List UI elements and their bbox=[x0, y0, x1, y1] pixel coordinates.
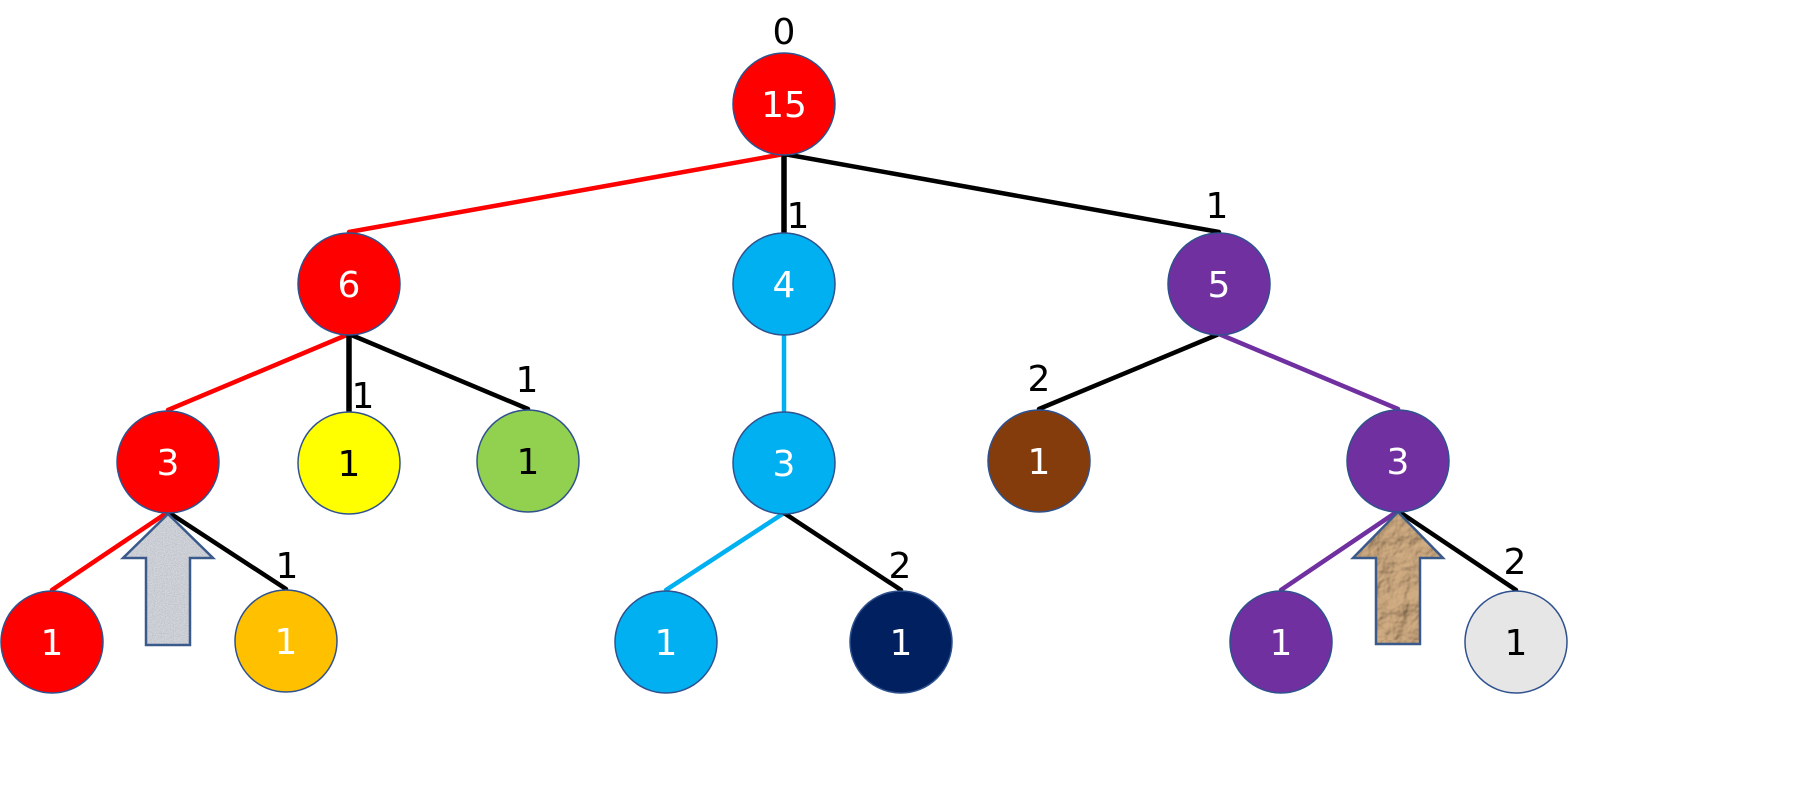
node-label-n1r: 1 bbox=[41, 623, 64, 664]
node-n3c: 3 bbox=[1346, 409, 1450, 513]
edge-n15-n6 bbox=[346, 151, 787, 235]
edge-n6-n1g bbox=[346, 331, 531, 412]
arrow-paper-icon bbox=[1350, 510, 1446, 646]
node-label-n1o: 1 bbox=[275, 622, 298, 663]
node-circle-n1r bbox=[0, 590, 104, 694]
node-n6: 6 bbox=[297, 232, 401, 336]
node-circle-n1o bbox=[234, 589, 338, 693]
edge-label-n3c-n1lg: 2 bbox=[1504, 542, 1527, 583]
node-circle-n1br bbox=[987, 409, 1091, 513]
node-label-n1lg: 1 bbox=[1505, 623, 1528, 664]
node-label-n1c: 1 bbox=[655, 623, 678, 664]
edge-label-n15-n4: 1 bbox=[787, 196, 810, 237]
node-n4: 4 bbox=[732, 232, 836, 336]
node-circle-n3a bbox=[116, 410, 220, 514]
node-label-n1y: 1 bbox=[338, 444, 361, 485]
edge-n6-n3a bbox=[165, 331, 352, 413]
edge-n3b-n1n bbox=[781, 510, 904, 593]
node-label-n4: 4 bbox=[773, 265, 796, 306]
edge-label-n6-n1g: 1 bbox=[516, 360, 539, 401]
node-circle-n5 bbox=[1167, 232, 1271, 336]
node-n1y: 1 bbox=[297, 411, 401, 515]
edge-n15-n5 bbox=[781, 151, 1222, 235]
node-n3a: 3 bbox=[116, 410, 220, 514]
arrow-granite-icon bbox=[119, 512, 217, 647]
node-circle-n1g bbox=[476, 409, 580, 513]
edge-label-n3b-n1n: 2 bbox=[889, 546, 912, 587]
arrows-layer bbox=[119, 510, 1446, 647]
edge-n3c-n1lg bbox=[1395, 508, 1519, 593]
node-circle-n1p bbox=[1229, 590, 1333, 694]
node-circle-n6 bbox=[297, 232, 401, 336]
node-label-n3b: 3 bbox=[773, 444, 796, 485]
node-label-n1br: 1 bbox=[1028, 442, 1051, 483]
node-circle-n1lg bbox=[1464, 590, 1568, 694]
node-n1lg: 1 bbox=[1464, 590, 1568, 694]
edge-label-n15-n5: 1 bbox=[1206, 186, 1229, 227]
node-n1g: 1 bbox=[476, 409, 580, 513]
node-label-n1g: 1 bbox=[517, 442, 540, 483]
node-n1c: 1 bbox=[614, 590, 718, 694]
node-circle-n1c bbox=[614, 590, 718, 694]
edge-n3a-n1o bbox=[165, 509, 289, 592]
nodes-layer: 15 6 4 5 3 1 1 3 1 3 1 1 1 1 1 1 bbox=[0, 52, 1568, 694]
node-n3b: 3 bbox=[732, 411, 836, 515]
node-circle-n1n bbox=[849, 590, 953, 694]
node-n1o: 1 bbox=[234, 589, 338, 693]
node-n1n: 1 bbox=[849, 590, 953, 694]
node-label-n3a: 3 bbox=[157, 443, 180, 484]
node-n1p: 1 bbox=[1229, 590, 1333, 694]
node-n15: 15 bbox=[732, 52, 836, 156]
node-circle-n15 bbox=[732, 52, 836, 156]
node-n1br: 1 bbox=[987, 409, 1091, 513]
root-label: 0 bbox=[773, 12, 796, 53]
node-circle-n3b bbox=[732, 411, 836, 515]
edge-n5-n1br bbox=[1036, 331, 1222, 412]
node-label-n3c: 3 bbox=[1387, 442, 1410, 483]
edges-layer bbox=[49, 151, 1519, 593]
edge-n3b-n1c bbox=[663, 510, 787, 593]
node-n1r: 1 bbox=[0, 590, 104, 694]
node-label-n6: 6 bbox=[338, 265, 361, 306]
edge-label-n6-n1y: 1 bbox=[352, 376, 375, 417]
node-label-n5: 5 bbox=[1208, 265, 1231, 306]
node-label-n15: 15 bbox=[761, 85, 807, 126]
node-label-n1n: 1 bbox=[890, 623, 913, 664]
edge-n5-n3c bbox=[1216, 331, 1401, 412]
edge-labels-layer: 1 1 1 1 2 1 2 2 bbox=[276, 186, 1527, 587]
node-circle-n3c bbox=[1346, 409, 1450, 513]
node-n5: 5 bbox=[1167, 232, 1271, 336]
node-circle-n1y bbox=[297, 411, 401, 515]
edge-n3a-n1r bbox=[49, 509, 171, 593]
node-label-n1p: 1 bbox=[1270, 623, 1293, 664]
edge-label-n5-n1br: 2 bbox=[1028, 359, 1051, 400]
node-circle-n4 bbox=[732, 232, 836, 336]
edge-n3c-n1p bbox=[1278, 508, 1401, 593]
edge-label-n3a-n1o: 1 bbox=[276, 546, 299, 587]
